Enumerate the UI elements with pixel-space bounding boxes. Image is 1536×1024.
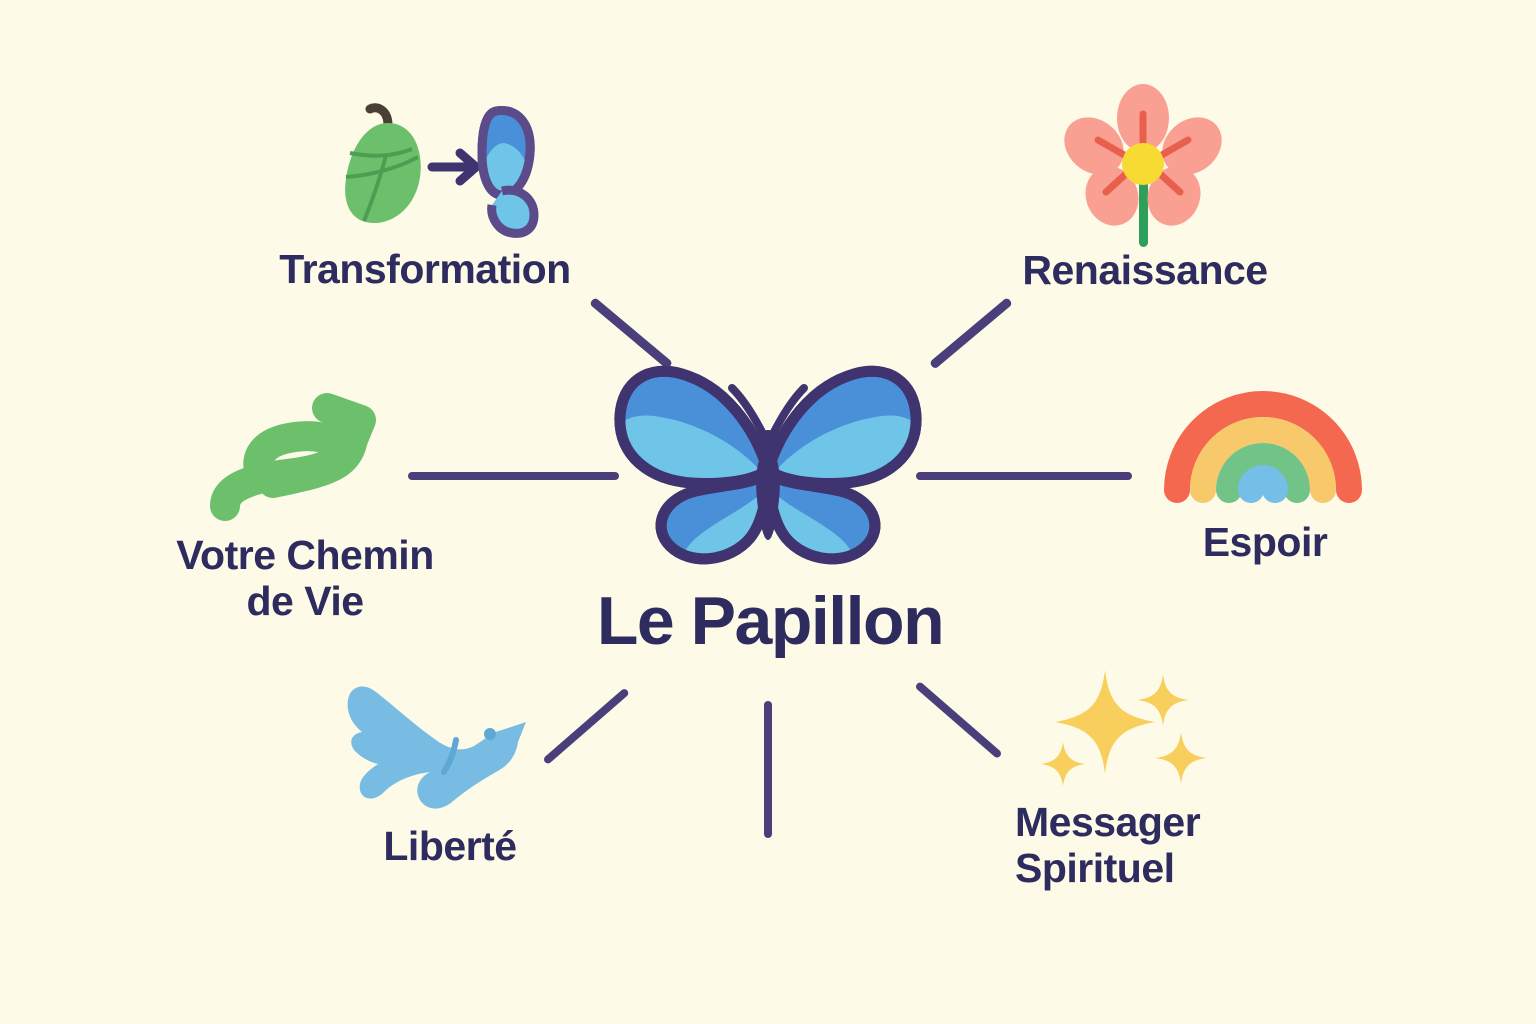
- branch-label-messager-spirituel: Messager Spirituel: [1015, 799, 1201, 891]
- branch-messager-spirituel[interactable]: Messager Spirituel: [1000, 660, 1280, 910]
- connector-renaissance: [928, 297, 1013, 370]
- sparkles-icon: [1041, 660, 1235, 786]
- connector-espoir: [916, 472, 1132, 480]
- butterfly-icon: [604, 330, 932, 570]
- winding-path-arrow-icon: [210, 378, 405, 521]
- branch-label-renaissance: Renaissance: [1022, 247, 1268, 293]
- branch-transformation[interactable]: Transformation: [279, 95, 571, 310]
- branch-renaissance[interactable]: Renaissance: [1000, 80, 1290, 305]
- connector-messager-spirituel: [914, 680, 1003, 760]
- branch-votre-chemin-de-vie[interactable]: Votre Chemin de Vie: [140, 378, 470, 653]
- dove-icon: [340, 672, 540, 812]
- flower-icon: [1064, 80, 1222, 250]
- page-title: Le Papillon: [596, 583, 945, 659]
- branch-espoir[interactable]: Espoir: [1140, 378, 1390, 593]
- connector-votre-chemin-de-vie: [408, 472, 619, 480]
- branch-label-votre-chemin-de-vie: Votre Chemin de Vie: [176, 532, 434, 624]
- rainbow-icon: [1155, 378, 1370, 503]
- branch-liberte[interactable]: Liberté: [320, 672, 580, 897]
- chrysalis-to-butterfly-icon: [300, 95, 550, 238]
- branch-label-transformation: Transformation: [279, 246, 571, 292]
- branch-label-espoir: Espoir: [1202, 519, 1328, 565]
- connector-center-bottom: [764, 701, 772, 838]
- branch-label-liberte: Liberté: [383, 823, 517, 869]
